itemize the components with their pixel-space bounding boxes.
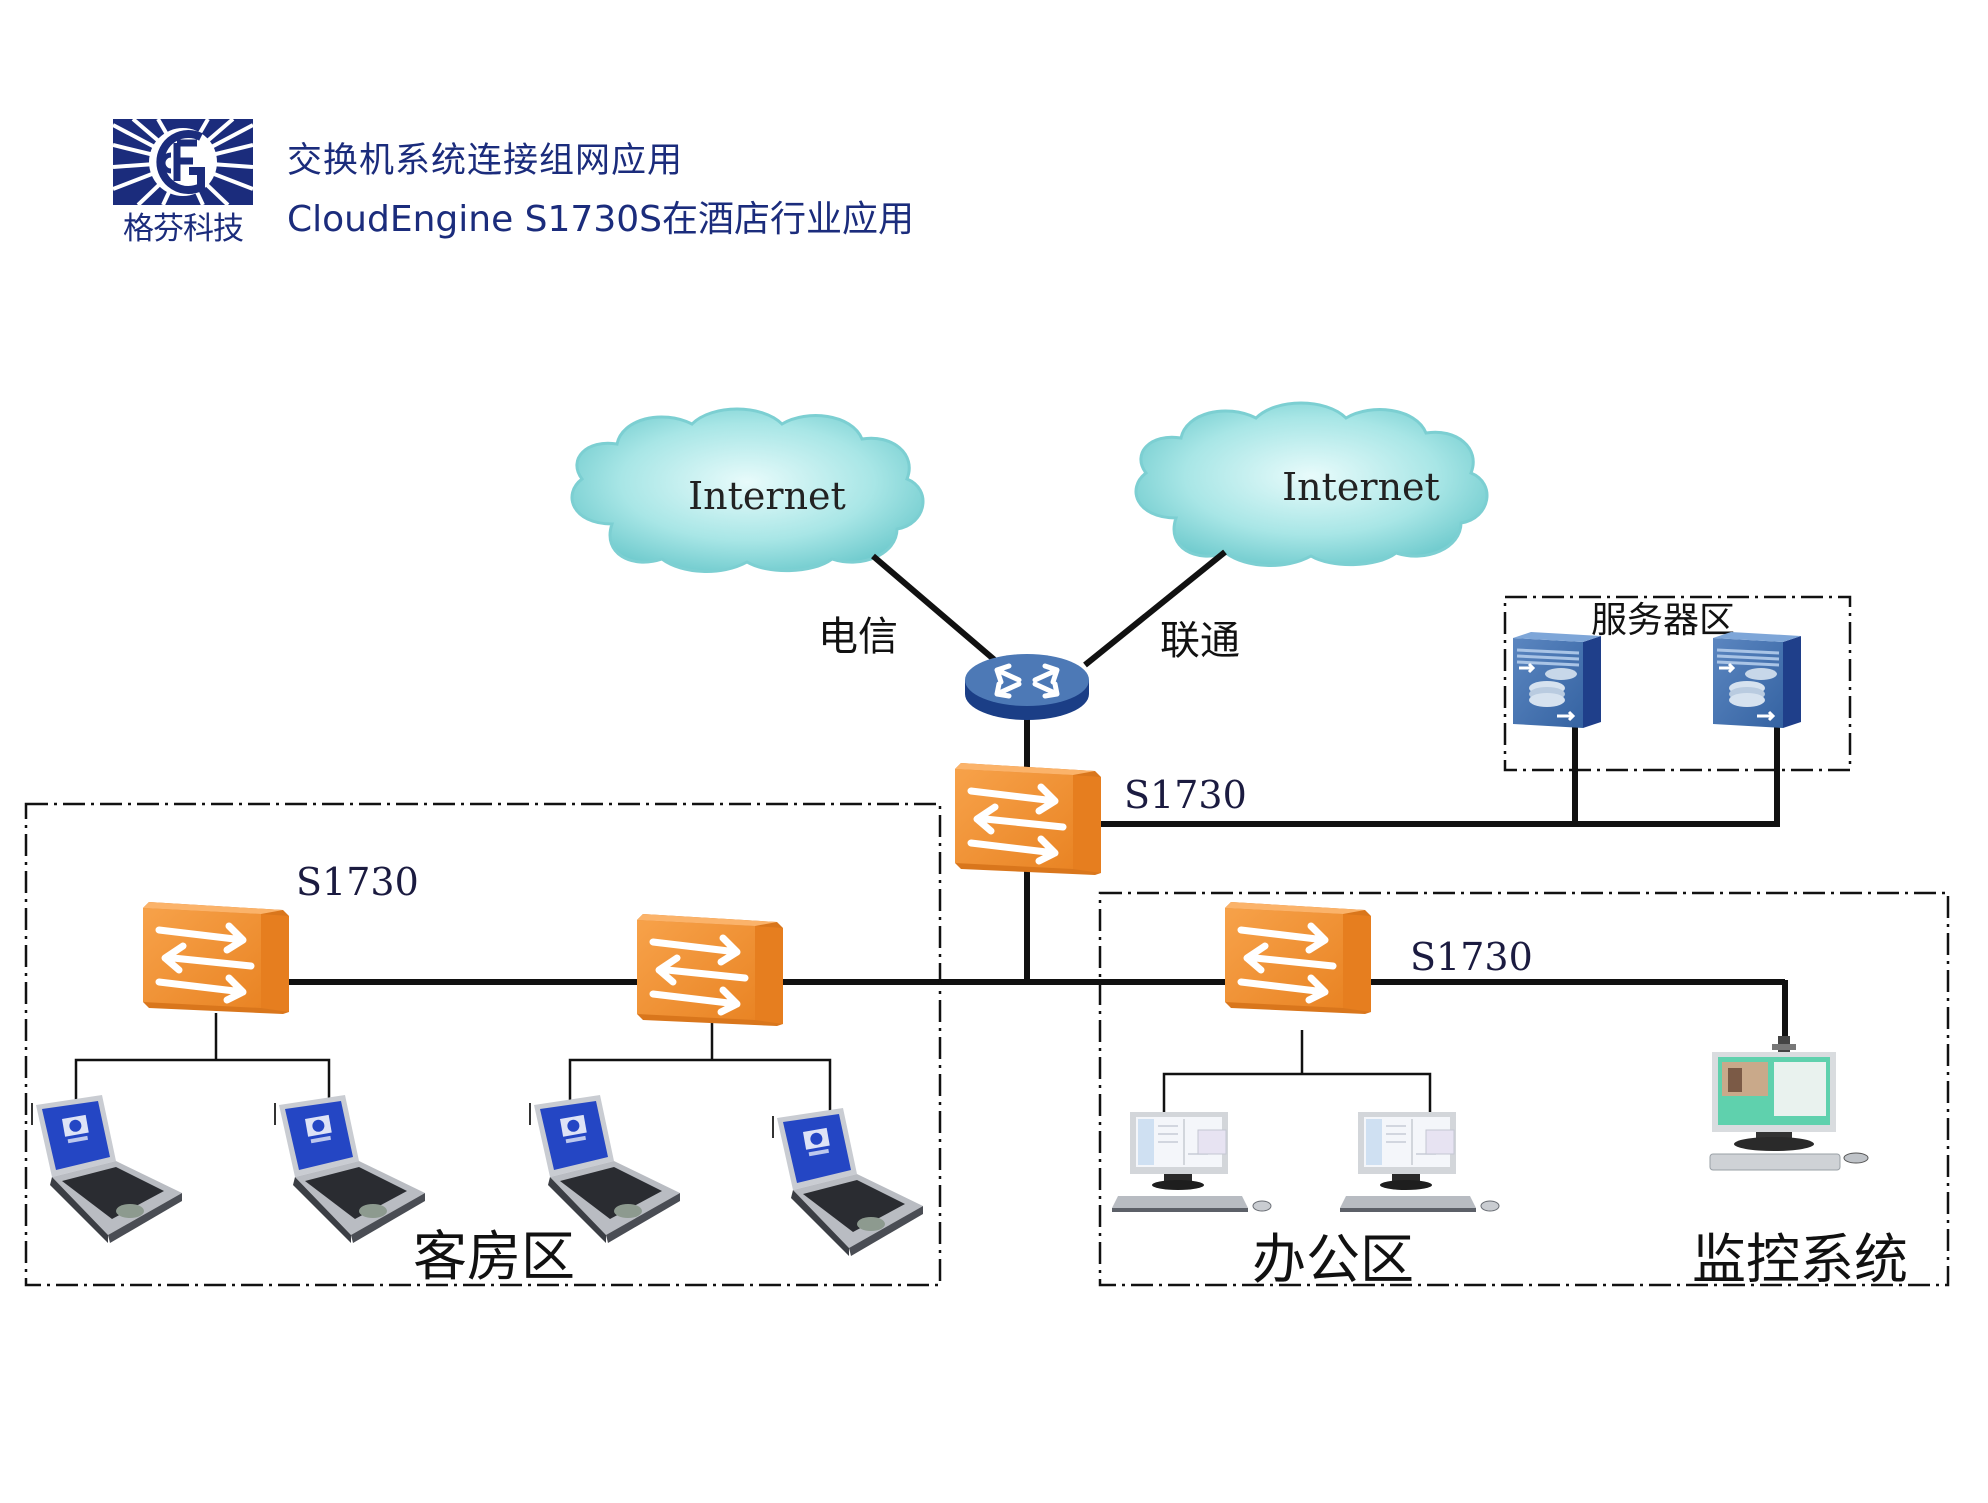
- office-zone-border: [1098, 891, 1950, 1287]
- isp-label-unicom: 联通: [1160, 618, 1240, 664]
- laptop-icon-1: [31, 1094, 183, 1244]
- laptop-icon-4: [772, 1107, 924, 1257]
- office-pc-icon-2: [1339, 1111, 1500, 1213]
- office-switch-label: S1730: [1410, 935, 1533, 979]
- link-unicom: [1083, 549, 1227, 668]
- branch-switch-a: [74, 1058, 331, 1110]
- server-icon-1: [1511, 630, 1603, 730]
- office-zone-label: 办公区: [1252, 1228, 1414, 1291]
- internet-cloud-2: Internet: [1134, 401, 1489, 567]
- guest-zone-label: 客房区: [413, 1225, 575, 1288]
- page-title: 交换机系统连接组网应用: [287, 141, 684, 181]
- cloud-2-label: Internet: [1282, 465, 1440, 509]
- office-switch-icon: [1225, 902, 1371, 1014]
- link-server-trunk: [1100, 726, 1780, 827]
- branch-switch-c: [1162, 1072, 1432, 1112]
- guest-switch-label: S1730: [296, 860, 419, 904]
- laptop-icon-3: [529, 1094, 681, 1244]
- guest-switch-a-icon: [143, 902, 289, 1014]
- core-switch-label: S1730: [1124, 773, 1247, 817]
- router-icon: [965, 654, 1089, 720]
- company-logo-icon: [113, 119, 253, 205]
- page-subtitle: CloudEngine S1730S在酒店行业应用: [287, 199, 914, 240]
- internet-cloud-1: Internet: [570, 407, 925, 573]
- guest-zone-border: [24, 802, 942, 1287]
- links: [288, 549, 1788, 1040]
- office-pc-icon-1: [1111, 1111, 1272, 1213]
- core-switch-icon: [955, 763, 1101, 875]
- server-zone-label: 服务器区: [1591, 600, 1735, 641]
- guest-switch-b-icon: [637, 914, 783, 1026]
- cloud-1-label: Internet: [688, 474, 846, 518]
- monitoring-workstation-icon: [1709, 1036, 1869, 1171]
- company-logo-text: 格芬科技: [123, 211, 244, 247]
- monitor-zone-label: 监控系统: [1692, 1228, 1908, 1291]
- server-icon-2: [1711, 630, 1803, 730]
- isp-label-telecom: 电信: [818, 614, 898, 660]
- laptop-icon-2: [274, 1094, 426, 1244]
- branch-switch-b: [568, 1058, 832, 1118]
- link-telecom: [871, 553, 999, 665]
